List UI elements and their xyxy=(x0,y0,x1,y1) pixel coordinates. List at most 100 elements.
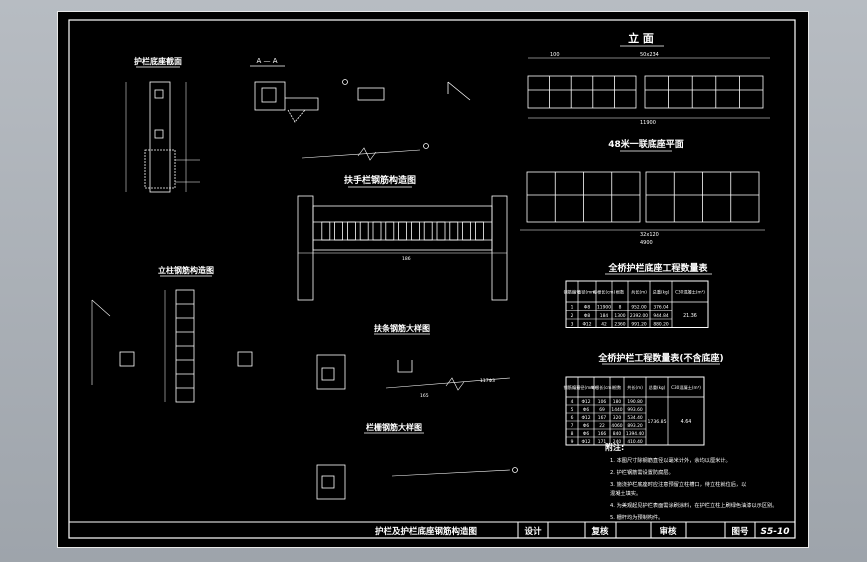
table-cell: Φ6 xyxy=(583,423,589,429)
rebar-sketches xyxy=(301,79,471,161)
table-cell: 993.60 xyxy=(627,407,643,413)
table-merged-cell: 21.36 xyxy=(683,313,697,319)
table1-block: 全桥护栏底座工程数量表 钢筋编号直径(mm)每根长(cm)根数共长(m)总重(k… xyxy=(564,262,712,328)
table-cell: 2 xyxy=(571,313,574,319)
drawing-name: 护栏及护栏底座钢筋构造图 xyxy=(375,526,477,537)
table-header-cell: 共长(m) xyxy=(627,384,643,391)
base-section-title: 护栏底座截面 xyxy=(134,56,182,66)
table-cell: 1300 xyxy=(614,313,625,319)
table-cell: 7 xyxy=(571,423,574,429)
rail-length-dim: 186 xyxy=(402,256,411,262)
notes-heading: 附注: xyxy=(605,442,624,452)
table-cell: 5 xyxy=(571,407,574,413)
table-cell: Φ6 xyxy=(583,431,589,437)
title-block: 护栏及护栏底座钢筋构造图 设计 复核 审核 图号 S5-10 xyxy=(68,521,796,539)
table-cell: 3 xyxy=(571,321,574,327)
elevation-title: 立 面 xyxy=(628,31,654,45)
table-cell: 376.04 xyxy=(653,304,669,310)
table-cell: 1 xyxy=(571,304,574,310)
table-cell: 11900 xyxy=(597,304,611,310)
table-cell: 166 xyxy=(598,431,607,437)
table1-title: 全桥护栏底座工程数量表 xyxy=(607,262,708,274)
elevation-view: 立 面 100 50x234 11900 xyxy=(527,31,770,126)
table-cell: 42 xyxy=(601,321,607,327)
table-cell: 944.84 xyxy=(653,313,669,319)
table-cell: 991.20 xyxy=(631,321,647,327)
handrail-bar xyxy=(449,221,459,241)
table-cell: 9 xyxy=(571,439,574,445)
table-cell: 1394.40 xyxy=(626,431,644,437)
table-cell: 893.20 xyxy=(627,423,643,429)
table-cell: 180 xyxy=(613,399,622,405)
table-cell: 69 xyxy=(599,407,605,413)
table-header-cell: 总重(kg) xyxy=(653,289,670,295)
table-header-cell: 直径(mm) xyxy=(576,384,596,390)
handrail-bar xyxy=(321,221,331,241)
post-rebar-title: 立柱钢筋构造图 xyxy=(158,265,214,275)
table-cell: 240 xyxy=(613,439,622,445)
base-section-view: 护栏底座截面 xyxy=(125,56,200,193)
table-cell: 320 xyxy=(613,415,622,421)
table-cell: Φ12 xyxy=(581,415,590,421)
note-5: 5. 栅杆均为预制构件。 xyxy=(610,513,663,521)
table-border xyxy=(565,376,705,446)
table2-total-weight: 1736.85 xyxy=(648,419,667,425)
plan-main-dim: 32x120 xyxy=(640,232,659,238)
table-header-cell: C30混凝土(m³) xyxy=(671,384,701,391)
table-cell: 184 xyxy=(600,313,609,319)
handrail-bar xyxy=(398,221,408,241)
table-cell: 8 xyxy=(619,304,622,310)
table-cell: 2360 xyxy=(614,321,625,327)
elev-main-dim: 50x234 xyxy=(640,52,659,58)
table-header-cell: 钢筋编号 xyxy=(564,289,581,296)
table-cell: 4 xyxy=(571,399,574,405)
table-cell: 1440 xyxy=(611,407,622,413)
table2: 钢筋编号直径(mm)每根长(cm)根数共长(m)总重(kg)C30混凝土(m³)… xyxy=(564,376,705,446)
table-cell: Φ12 xyxy=(582,321,591,327)
handrail-title: 扶手栏钢筋构造图 xyxy=(344,174,416,186)
drawing-no-label: 图号 xyxy=(731,527,749,537)
table2-block: 全桥护栏工程数量表(不含底座) 钢筋编号直径(mm)每根长(cm)根数共长(m)… xyxy=(564,352,724,446)
handrail-bar xyxy=(334,221,344,241)
table-cell: 4060 xyxy=(611,423,622,429)
note-4: 4. 为美观起见护栏表面需涂刷涂料，在护栏立柱上刷绿色油漆以示区别。 xyxy=(610,501,777,509)
note-1: 1. 本图尺寸除钢筋直径以毫米计外，余均以厘米计。 xyxy=(610,456,731,464)
table-cell: 6 xyxy=(571,415,574,421)
railing-detail-title: 栏栅钢筋大样图 xyxy=(366,422,422,432)
table-cell: 410.40 xyxy=(627,439,643,445)
table-header-cell: 每根长(cm) xyxy=(593,289,616,296)
note-2: 2. 护栏钢筋需设置防腐层。 xyxy=(610,468,674,476)
table-cell: Φ12 xyxy=(581,439,590,445)
table-cell: Φ8 xyxy=(584,313,590,319)
table-header-cell: 总重(kg) xyxy=(649,384,666,390)
handrail-bar xyxy=(423,221,433,241)
table-cell: 840 xyxy=(613,431,622,437)
section-aa-title: A — A xyxy=(256,57,277,65)
check-label: 复核 xyxy=(590,526,609,537)
elev-total-dim: 11900 xyxy=(640,120,656,126)
table-header-cell: 根数 xyxy=(613,384,622,391)
table2-title: 全桥护栏工程数量表(不含底座) xyxy=(597,352,723,364)
rebar-tag: 117Φ3 xyxy=(480,378,495,384)
table-header-cell: 钢筋编号 xyxy=(564,384,581,391)
note-3b: 混凝土填实。 xyxy=(610,489,641,497)
table-cell: Φ8 xyxy=(584,304,590,310)
table-cell: 190.80 xyxy=(627,399,643,405)
drawing-sheet xyxy=(57,11,809,548)
table-cell: 167 xyxy=(598,415,607,421)
handrail-bar xyxy=(346,221,356,241)
post-rebar-view: 立柱钢筋构造图 xyxy=(91,265,253,403)
rebar-len-dim: 165 xyxy=(420,393,429,399)
table1: 钢筋编号直径(mm)每根长(cm)根数共长(m)总重(kg)C30混凝土(m³)… xyxy=(564,280,709,328)
handrail-bar xyxy=(474,221,484,241)
table-cell: 106 xyxy=(598,399,607,405)
table-cell: 171 xyxy=(598,439,607,445)
table-border xyxy=(565,280,709,328)
design-label: 设计 xyxy=(524,526,542,537)
table-cell: Φ12 xyxy=(581,399,590,405)
plan-total-dim: 4900 xyxy=(640,240,653,246)
notes-block: 附注: 1. 本图尺寸除钢筋直径以毫米计外，余均以厘米计。 2. 护栏钢筋需设置… xyxy=(605,442,777,521)
elev-end-dim: 100 xyxy=(550,52,560,58)
handrail-bar xyxy=(385,221,395,241)
